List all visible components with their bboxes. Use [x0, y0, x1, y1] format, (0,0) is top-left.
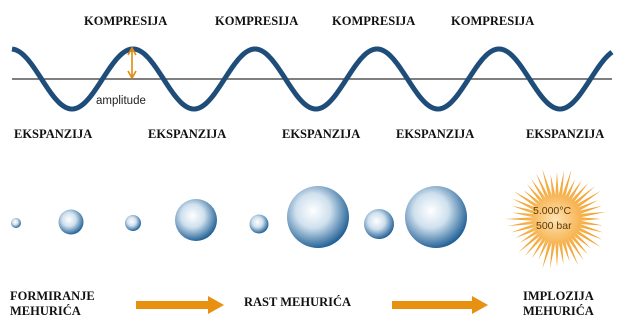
- amplitude-label: amplitude: [96, 95, 146, 107]
- expansion-label: EKSPANZIJA: [14, 127, 92, 141]
- bubble: [58, 209, 84, 235]
- arrow-growth-to-implosion: [392, 296, 488, 314]
- implosion-pressure: 500 bar: [536, 220, 572, 232]
- compression-label: KOMPRESIJA: [84, 14, 167, 28]
- compression-label: KOMPRESIJA: [215, 14, 298, 28]
- implosion-temperature: 5.000°C: [533, 205, 571, 217]
- implosion-label-line2: MEHURIĆA: [523, 304, 594, 318]
- arrow-formation-to-growth: [136, 296, 224, 314]
- expansion-label: EKSPANZIJA: [282, 127, 360, 141]
- amplitude-marker: [127, 46, 137, 80]
- bubble: [405, 186, 467, 248]
- bubble: [175, 199, 217, 241]
- compression-label: KOMPRESIJA: [332, 14, 415, 28]
- expansion-label: EKSPANZIJA: [526, 127, 604, 141]
- compression-label: KOMPRESIJA: [451, 14, 534, 28]
- implosion-label-line1: IMPLOZIJA: [523, 289, 594, 303]
- bubble: [125, 215, 141, 231]
- formation-label-line1: FORMIRANJE: [10, 289, 95, 303]
- bubble: [364, 209, 394, 239]
- bubble: [11, 218, 21, 228]
- formation-label-line2: MEHURIĆA: [10, 304, 81, 318]
- implosion-burst: [505, 169, 606, 269]
- pressure-wave: [11, 46, 614, 112]
- expansion-label: EKSPANZIJA: [396, 127, 474, 141]
- growth-label: RAST MEHURIĆA: [244, 295, 351, 309]
- bubble: [249, 214, 269, 234]
- bubble: [287, 186, 349, 248]
- expansion-label: EKSPANZIJA: [148, 127, 226, 141]
